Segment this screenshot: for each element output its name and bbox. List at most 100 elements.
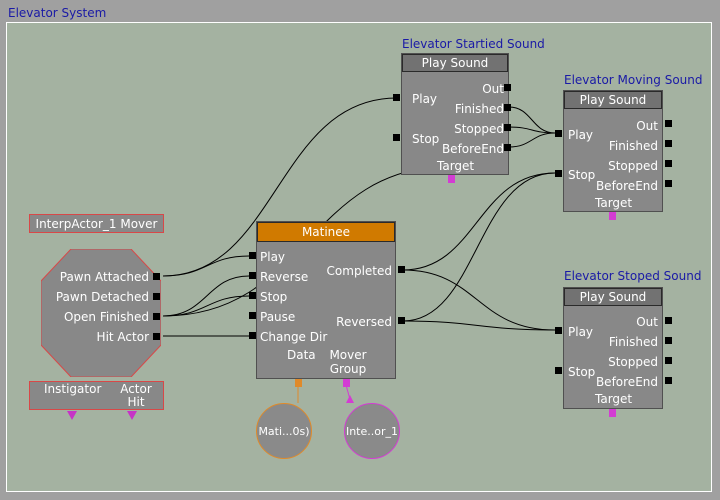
interp-event-title-box[interactable]: InterpActor_1 Mover [29, 214, 164, 233]
matinee-input-reverse: Reverse [260, 270, 309, 284]
interp-event-body[interactable] [41, 249, 161, 377]
started-target-port[interactable] [448, 175, 455, 183]
stopped-stopped-port[interactable] [665, 357, 672, 364]
matinee-input-changedir: Change Dir [260, 330, 328, 344]
started-play-port[interactable] [393, 94, 400, 101]
interp-actor-arrow-icon [346, 395, 354, 403]
wire-openfinished-to-matinee-reverse [162, 275, 250, 317]
started-stopped-port[interactable] [504, 124, 511, 131]
wire-reversed-to-moving-stop [402, 172, 556, 322]
stopped-input-play: Play [568, 325, 594, 339]
matinee-reversed-port[interactable] [398, 317, 405, 324]
started-output-beforeend: BeforeEnd [441, 142, 504, 156]
interp-openfinished-port[interactable] [153, 313, 160, 320]
matinee-node[interactable]: Matinee Play Reverse Stop Pause Change D… [256, 221, 396, 379]
matinee-var-group: Group [329, 362, 367, 376]
started-stop-port[interactable] [393, 134, 400, 141]
interp-vars-box[interactable]: Instigator Actor Hit [29, 381, 164, 410]
interp-event-title: InterpActor_1 Mover [35, 217, 158, 231]
stopped-sound-node[interactable]: Play Sound Play Stop Out Finished Stoppe… [563, 287, 663, 409]
started-output-out: Out [482, 82, 504, 96]
moving-target-port[interactable] [609, 212, 616, 220]
interp-var-instigator: Instigator [44, 382, 102, 396]
interp-output-pawnattached: Pawn Attached [59, 270, 149, 284]
stopped-stop-port[interactable] [555, 367, 562, 374]
moving-var-target: Target [595, 196, 633, 210]
interp-output-pawndetached: Pawn Detached [55, 290, 149, 304]
moving-sound-node[interactable]: Play Sound Play Stop Out Finished Stoppe… [563, 90, 663, 212]
matinee-title: Matinee [257, 222, 395, 242]
matinee-pause-port[interactable] [249, 312, 256, 319]
stopped-beforeend-port[interactable] [665, 377, 672, 384]
stopped-output-beforeend: BeforeEnd [595, 375, 658, 389]
started-input-play: Play [412, 92, 438, 106]
stopped-output-stopped: Stopped [608, 355, 658, 369]
started-out-port[interactable] [504, 84, 511, 91]
interp-var-hit: Hit [127, 395, 145, 409]
moving-stop-port[interactable] [555, 170, 562, 177]
started-sound-caption: Elevator Startied Sound [402, 37, 545, 51]
matinee-var-data: Data [287, 348, 316, 362]
wire-completed-to-stopped-play [402, 269, 556, 331]
moving-sound-caption: Elevator Moving Sound [564, 73, 703, 87]
moving-output-stopped: Stopped [608, 159, 658, 173]
moving-finished-port[interactable] [665, 140, 672, 147]
matinee-reverse-port[interactable] [249, 272, 256, 279]
wire-started-finished-to-moving-play [508, 106, 556, 134]
stopped-input-stop: Stop [568, 365, 596, 379]
interp-hitactor-port[interactable] [153, 333, 160, 340]
matinee-input-play: Play [260, 250, 286, 264]
interp-hit-link-icon[interactable] [127, 411, 137, 420]
interp-output-openfinished: Open Finished [63, 310, 149, 324]
interp-actor-variable[interactable]: Inte..or_1 [344, 403, 400, 459]
window-title: Elevator System [8, 6, 107, 20]
wire-started-beforeend-to-moving-play [508, 132, 556, 148]
interp-instigator-link-icon[interactable] [67, 411, 77, 420]
matinee-changedir-port[interactable] [249, 332, 256, 339]
moving-sound-title: Play Sound [564, 91, 662, 109]
matinee-var-mover: Mover [329, 348, 367, 362]
moving-out-port[interactable] [665, 120, 672, 127]
moving-output-finished: Finished [608, 139, 658, 153]
started-input-stop: Stop [412, 132, 440, 146]
moving-play-port[interactable] [555, 130, 562, 137]
matinee-input-stop: Stop [260, 290, 288, 304]
started-sound-title: Play Sound [402, 54, 508, 72]
wire-pawnattached-to-matinee-play [162, 255, 250, 277]
matinee-data-port[interactable] [295, 379, 302, 387]
matinee-group-port[interactable] [343, 379, 350, 387]
moving-beforeend-port[interactable] [665, 180, 672, 187]
interp-pawnattached-port[interactable] [153, 273, 160, 280]
started-output-finished: Finished [454, 102, 504, 116]
interp-output-hitactor: Hit Actor [96, 330, 149, 344]
stopped-sound-caption: Elevator Stoped Sound [564, 269, 702, 283]
stopped-sound-title: Play Sound [564, 288, 662, 306]
matinee-output-completed: Completed [326, 264, 392, 278]
started-beforeend-port[interactable] [504, 144, 511, 151]
matinee-stop-port[interactable] [249, 292, 256, 299]
started-sound-node[interactable]: Play Sound Play Stop Out Finished Stoppe… [401, 53, 509, 175]
stopped-play-port[interactable] [555, 327, 562, 334]
started-finished-port[interactable] [504, 104, 511, 111]
matinee-input-pause: Pause [260, 310, 296, 324]
interp-actor-variable-label: Inte..or_1 [345, 425, 399, 438]
stopped-finished-port[interactable] [665, 337, 672, 344]
moving-stopped-port[interactable] [665, 160, 672, 167]
started-output-stopped: Stopped [454, 122, 504, 136]
stopped-output-out: Out [636, 315, 658, 329]
interp-pawndetached-port[interactable] [153, 293, 160, 300]
stopped-var-target: Target [595, 392, 633, 406]
matinee-data-variable[interactable]: Mati...0s) [256, 403, 312, 459]
moving-input-stop: Stop [568, 168, 596, 182]
stopped-out-port[interactable] [665, 317, 672, 324]
matinee-data-variable-label: Mati...0s) [258, 425, 310, 438]
connection-wires [162, 97, 556, 404]
moving-output-beforeend: BeforeEnd [595, 179, 658, 193]
matinee-completed-port[interactable] [398, 266, 405, 273]
wire-completed-to-moving-stop [402, 172, 556, 271]
matinee-play-port[interactable] [249, 252, 256, 259]
moving-output-out: Out [636, 119, 658, 133]
kismet-canvas[interactable]: Elevator Startied Sound Play Sound Play … [6, 22, 712, 492]
stopped-target-port[interactable] [609, 409, 616, 417]
wire-openfinished-to-matinee-stop [162, 295, 250, 317]
